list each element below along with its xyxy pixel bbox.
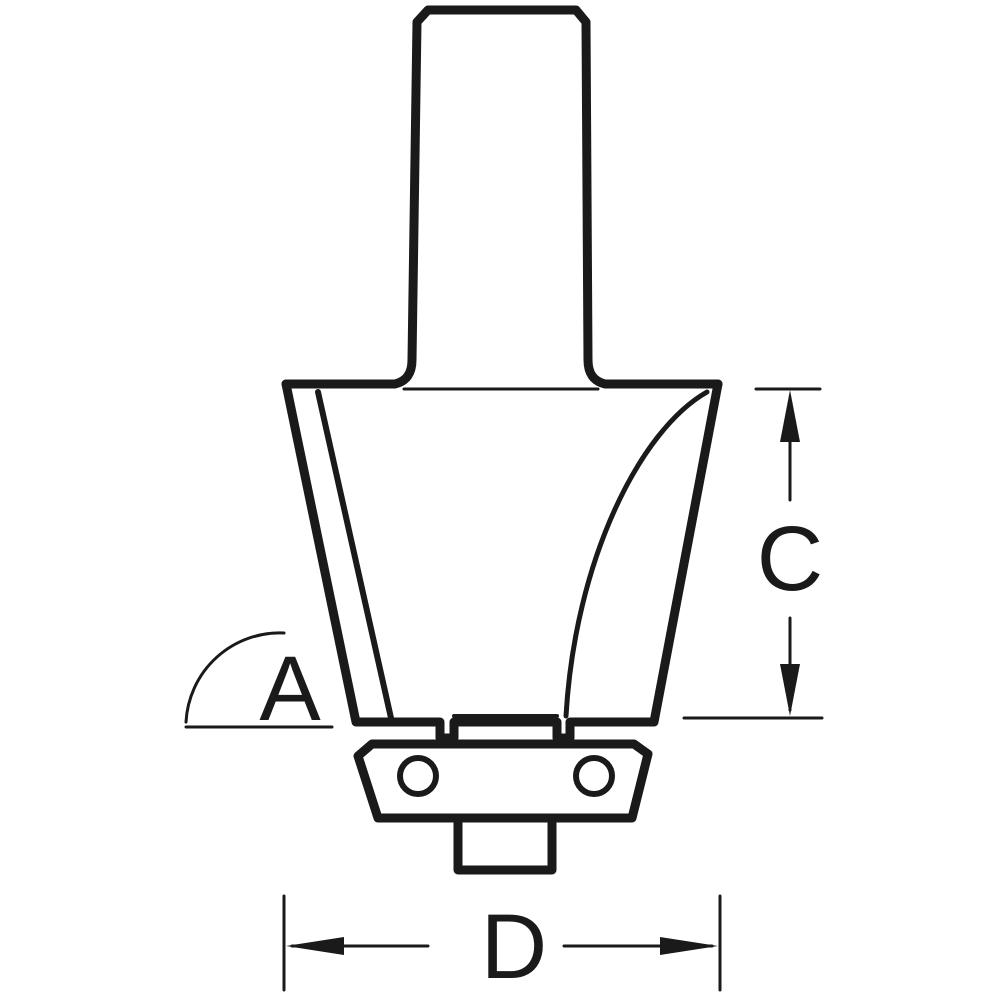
c-up-arrowhead [780, 390, 800, 442]
angle-a [184, 631, 334, 729]
right-edge-curve [563, 389, 710, 719]
bearing-housing [353, 739, 653, 823]
diameter-label: D [481, 896, 547, 998]
c-down-arrowhead [780, 664, 800, 716]
angle-label: A [259, 638, 321, 740]
cutter-body [281, 379, 723, 743]
d-left-arrowhead [286, 937, 344, 955]
shank [281, 5, 723, 391]
d-right-arrowhead [660, 937, 718, 955]
height-label: C [757, 508, 823, 610]
cutter-outline [281, 379, 723, 743]
right-bearing-hole [573, 755, 615, 797]
shank-outline [281, 5, 723, 389]
bearing [353, 739, 653, 875]
bearing-pilot [453, 813, 557, 875]
left-edge-line [315, 389, 394, 721]
left-bearing-hole [397, 755, 439, 797]
angle-arc [184, 631, 286, 724]
